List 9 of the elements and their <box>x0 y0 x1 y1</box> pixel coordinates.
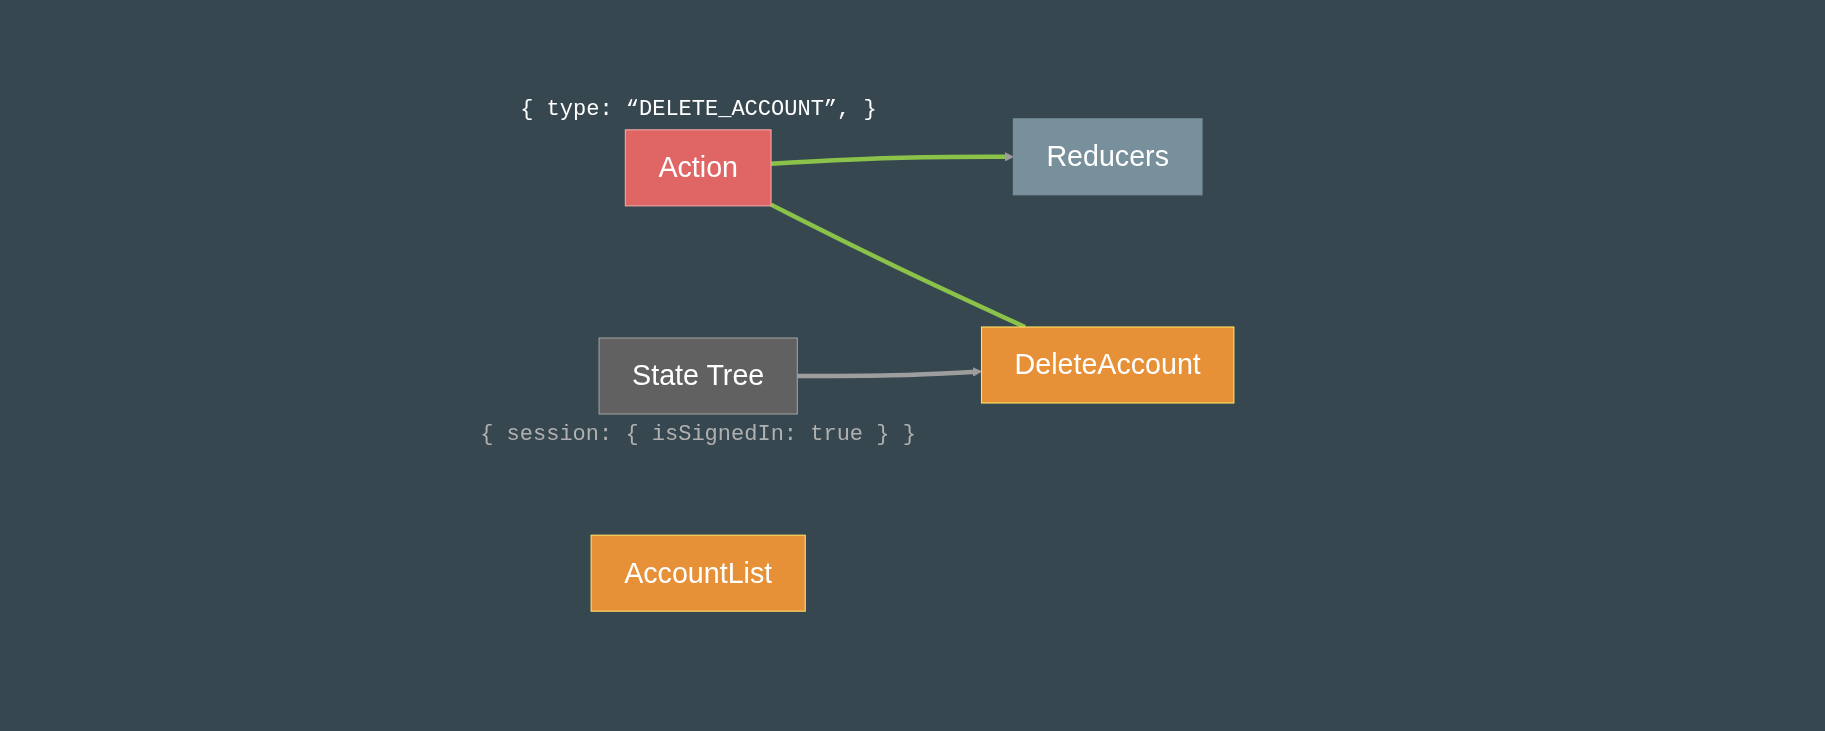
node-box: Reducers <box>1012 118 1203 196</box>
node-box: DeleteAccount <box>980 326 1235 404</box>
connector <box>770 202 1026 329</box>
code-snippet: { type: “DELETE_ACCOUNT”, } <box>520 96 877 122</box>
node-box: State Tree <box>598 337 798 415</box>
node-box: Action <box>624 129 772 207</box>
node-box: AccountList <box>590 534 806 612</box>
arrow <box>797 367 982 379</box>
code-snippet: { session: { isSignedIn: true } } <box>480 422 916 447</box>
